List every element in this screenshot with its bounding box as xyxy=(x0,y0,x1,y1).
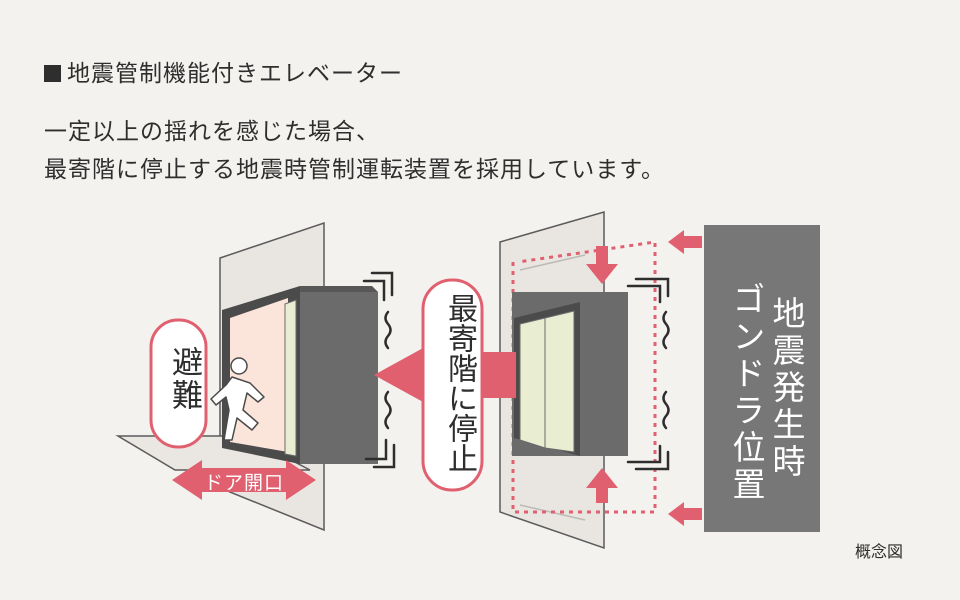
left-elevator-car xyxy=(300,292,378,464)
left-door-panel xyxy=(284,299,297,457)
left-shake-marks xyxy=(362,271,396,469)
stop-nearest-floor-label: 最寄階に停止 xyxy=(442,293,477,473)
stop-pill-outline xyxy=(421,278,484,492)
running-person-icon xyxy=(210,357,265,441)
door-open-arrow-icon xyxy=(172,460,316,500)
right-shake-marks xyxy=(626,277,670,471)
section-heading: 地震管制機能付きエレベーター xyxy=(44,54,403,88)
description-line-2: 最寄階に停止する地震時管制運転装置を採用しています。 xyxy=(44,157,666,183)
door-open-label: ドア開口 xyxy=(204,472,285,494)
right-elevator-door-right xyxy=(544,310,575,453)
gondola-position-arrows xyxy=(586,230,702,526)
arrow-up-icon xyxy=(586,468,618,503)
right-elevator-door-left xyxy=(519,317,546,449)
earthquake-label-column-2: ゴンドラ位置 xyxy=(727,282,766,504)
left-doorway-interior xyxy=(230,298,288,452)
square-bullet-icon xyxy=(44,65,61,82)
arrow-down-icon xyxy=(586,246,618,284)
left-elevator-car-top xyxy=(300,286,378,292)
evacuate-pill-outline xyxy=(149,318,208,449)
evacuate-label: 避難 xyxy=(166,346,202,412)
arrow-left-top-icon xyxy=(668,230,702,254)
right-shaft-group xyxy=(499,211,702,550)
concept-diagram-note: 概念図 xyxy=(855,542,904,561)
arrow-left-bottom-icon xyxy=(668,502,702,526)
earthquake-label-column-1: 地震発生時 xyxy=(767,296,806,481)
description: 一定以上の揺れを感じた場合、 最寄階に停止する地震時管制運転装置を採用しています… xyxy=(44,113,665,189)
earthquake-info-box xyxy=(704,225,820,532)
description-line-1: 一定以上の揺れを感じた場合、 xyxy=(44,119,380,145)
